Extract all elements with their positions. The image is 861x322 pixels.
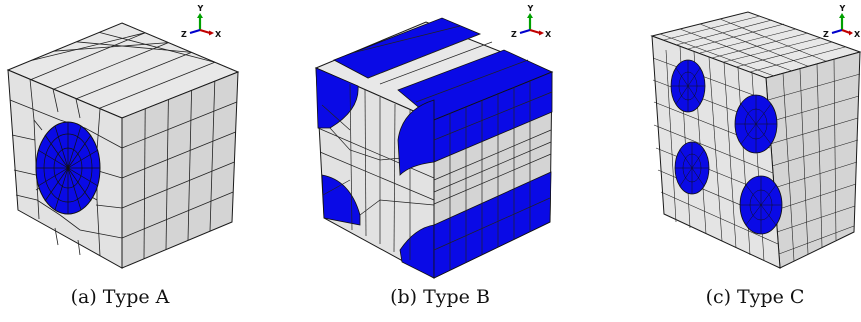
axis-y-label: Y [197,4,204,13]
type-a-cube-mesh: Y Z X [6,4,240,269]
caption-b-tag: (b) [390,286,418,308]
axis-triad-icon: Y Z X [823,4,861,39]
axis-y-label: Y [527,4,534,13]
panel-type-a: Y Z X (a)Type A [0,0,290,322]
caption-a-text: Type A [102,286,170,308]
axis-triad-icon: Y Z X [511,4,552,39]
axis-x-label: X [545,30,552,39]
caption-a: (a)Type A [71,286,170,308]
axis-x-label: X [215,30,222,39]
axis-triad-icon: Y Z X [181,4,222,39]
type-b-cube-mesh: Y Z X [314,4,554,279]
axis-x-label: X [854,30,861,39]
caption-c-text: Type C [737,286,805,308]
panel-type-b: Y Z X (b)Type B [290,0,580,322]
caption-b: (b)Type B [390,286,490,308]
type-c-cube-mesh: Y Z X [650,4,861,269]
axis-z-label: Z [823,30,829,39]
caption-a-tag: (a) [70,286,97,308]
axis-y-label: Y [839,4,846,13]
caption-b-text: Type B [423,286,490,308]
caption-c-tag: (c) [705,286,732,308]
axis-z-label: Z [181,30,187,39]
caption-c: (c)Type C [706,286,805,308]
panel-type-c: Y Z X (c)Type C [580,0,861,322]
axis-z-label: Z [511,30,517,39]
